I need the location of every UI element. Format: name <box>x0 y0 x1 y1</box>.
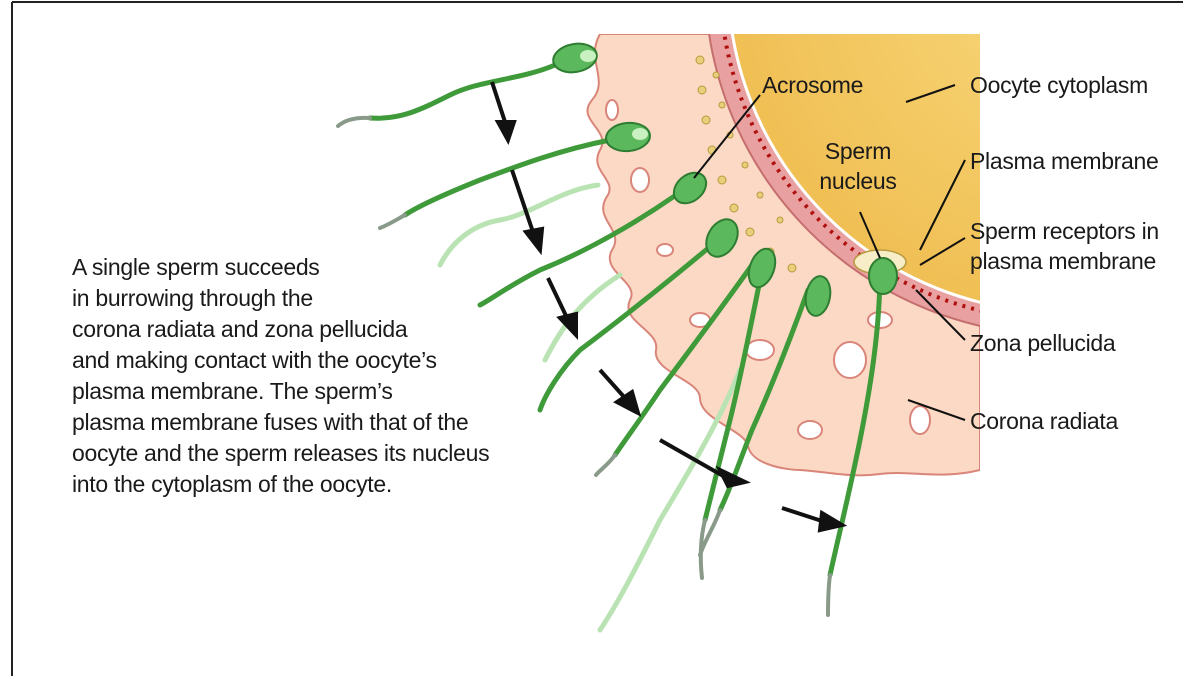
label-sperm-nucleus-line2: nucleus <box>808 166 908 196</box>
description-line: in burrowing through the <box>72 283 542 314</box>
label-sperm-nucleus: Sperm nucleus <box>808 136 908 196</box>
label-acrosome: Acrosome <box>762 70 863 100</box>
description-line: and making contact with the oocyte’s <box>72 345 542 376</box>
label-sperm-receptors-line2: plasma membrane <box>970 246 1159 276</box>
description-line: plasma membrane. The sperm’s <box>72 376 542 407</box>
description-line: oocyte and the sperm releases its nucleu… <box>72 438 542 469</box>
label-corona-radiata: Corona radiata <box>970 406 1118 436</box>
description-line: into the cytoplasm of the oocyte. <box>72 469 542 500</box>
label-sperm-nucleus-line1: Sperm <box>808 136 908 166</box>
description-line: corona radiata and zona pellucida <box>72 314 542 345</box>
label-zona-pellucida: Zona pellucida <box>970 328 1115 358</box>
process-description: A single sperm succeeds in burrowing thr… <box>72 252 542 500</box>
description-line: A single sperm succeeds <box>72 252 542 283</box>
label-sperm-receptors: Sperm receptors in plasma membrane <box>970 216 1159 276</box>
label-oocyte-cytoplasm: Oocyte cytoplasm <box>970 70 1148 100</box>
description-line: plasma membrane fuses with that of the <box>72 407 542 438</box>
label-plasma-membrane: Plasma membrane <box>970 146 1159 176</box>
label-sperm-receptors-line1: Sperm receptors in <box>970 216 1159 246</box>
